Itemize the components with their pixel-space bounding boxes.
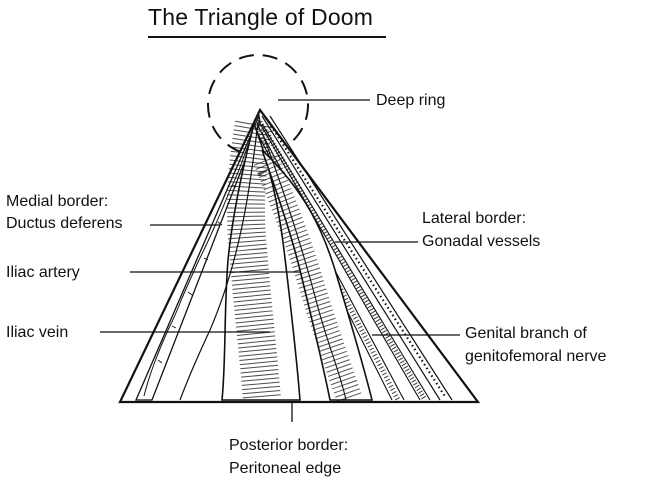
label-posterior-border-structure: Peritoneal edge [229,458,341,479]
label-lateral-border-structure: Gonadal vessels [422,231,540,252]
label-genital-branch-line1: Genital branch of [465,323,587,344]
diagram-title: The Triangle of Doom [148,4,388,31]
label-medial-border-structure: Ductus deferens [6,213,123,234]
label-iliac-vein: Iliac vein [6,322,68,343]
label-lateral-border-heading: Lateral border: [422,208,526,229]
label-deep-ring: Deep ring [376,90,445,111]
label-genital-branch-line2: genitofemoral nerve [465,346,606,367]
label-medial-border-heading: Medial border: [6,191,108,212]
label-posterior-border-heading: Posterior border: [229,435,348,456]
label-iliac-artery: Iliac artery [6,262,80,283]
title-underline [148,36,386,38]
